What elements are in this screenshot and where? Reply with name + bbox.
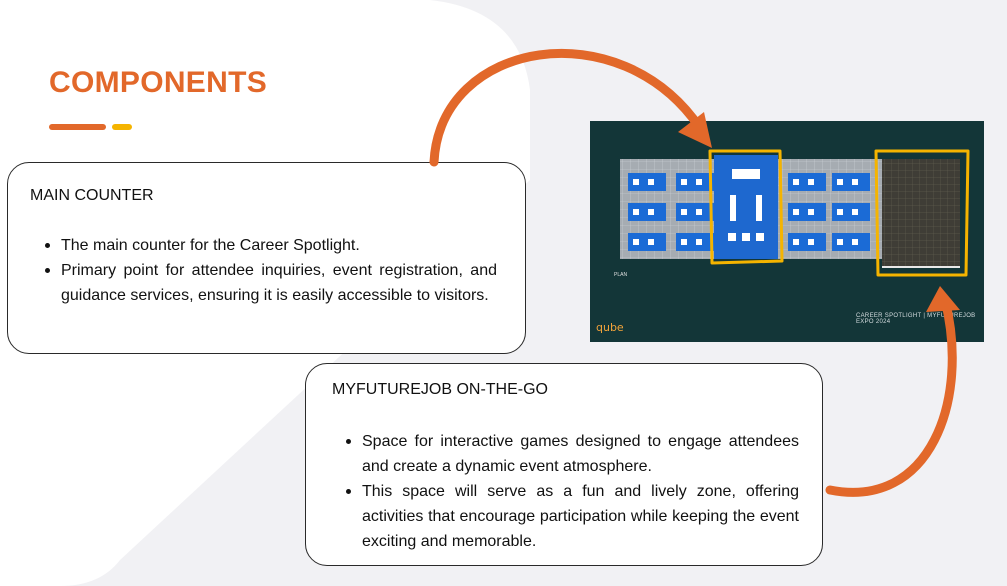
myfuturejob-bullet-1: Space for interactive games designed to … bbox=[340, 429, 799, 479]
main-counter-list: The main counter for the Career Spotligh… bbox=[39, 233, 497, 308]
main-counter-title: MAIN COUNTER bbox=[30, 187, 154, 204]
myfuturejob-title: MYFUTUREJOB ON-THE-GO bbox=[332, 381, 548, 398]
main-counter-card: MAIN COUNTER The main counter for the Ca… bbox=[7, 162, 526, 354]
main-counter-bullet-1: The main counter for the Career Spotligh… bbox=[39, 233, 497, 258]
main-counter-bullet-2: Primary point for attendee inquiries, ev… bbox=[39, 258, 497, 308]
page-title: COMPONENTS bbox=[49, 66, 268, 99]
title-underline-yellow bbox=[112, 124, 132, 130]
floor-plan-caption: CAREER SPOTLIGHT | MYFUTUREJOB EXPO 2024 bbox=[856, 313, 976, 325]
qube-logo: qube bbox=[596, 321, 624, 334]
myfuturejob-card: MYFUTUREJOB ON-THE-GO Space for interact… bbox=[305, 363, 823, 566]
myfuturejob-bullet-2: This space will serve as a fun and livel… bbox=[340, 479, 799, 554]
title-underline-orange bbox=[49, 124, 106, 130]
floor-plan-drawing: PLAN bbox=[590, 121, 984, 342]
floor-plan-image: PLAN CAREER SPOTLIGHT | MYFUTUREJOB EXPO… bbox=[590, 121, 984, 342]
floor-plan-tag: PLAN bbox=[614, 272, 627, 278]
myfuturejob-list: Space for interactive games designed to … bbox=[340, 429, 799, 554]
